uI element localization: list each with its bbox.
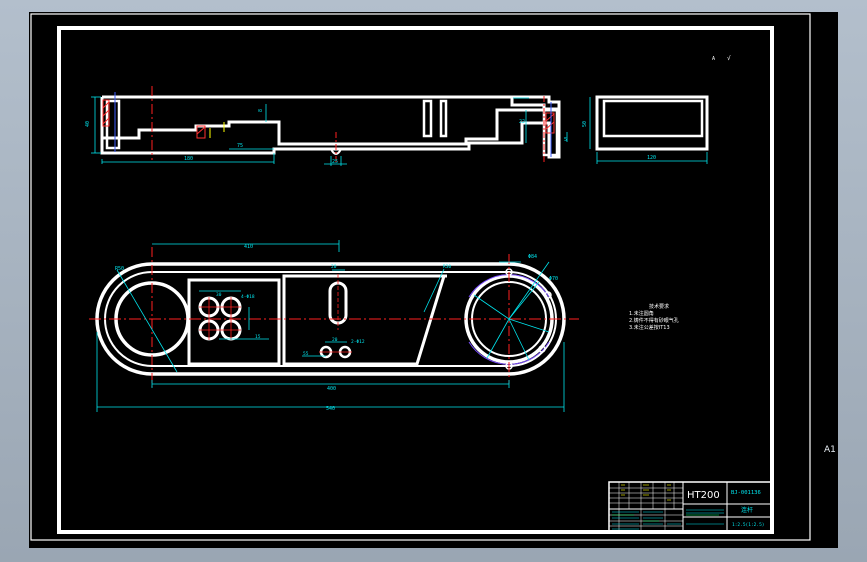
technical-requirements: 技术要求 1.未注圆角 2.铸件不得有砂眼气孔 3.未注公差按IT13 bbox=[629, 303, 679, 331]
dim-top-hole: 25 bbox=[332, 159, 338, 165]
tech-req-line-3: 3.未注公差按IT13 bbox=[629, 324, 670, 331]
dim-top-right-h: 22 bbox=[519, 119, 525, 125]
title-block bbox=[608, 481, 773, 533]
plan-view-dimensions bbox=[96, 240, 565, 412]
top-outer-profile bbox=[100, 95, 561, 159]
hatch-right bbox=[545, 112, 555, 134]
dim-center-distance: 410 bbox=[244, 244, 253, 250]
hatch-left bbox=[102, 99, 110, 127]
plan-view bbox=[89, 247, 579, 387]
dim-top-right-w: 5 bbox=[564, 137, 567, 143]
side-view-outer bbox=[595, 95, 709, 151]
dim-plan-inner: 400 bbox=[327, 386, 336, 392]
dim-left-bore-radius: R50 bbox=[115, 266, 124, 272]
side-view-inner bbox=[602, 99, 704, 138]
outer-frame bbox=[30, 13, 811, 541]
hatch-mid bbox=[196, 125, 206, 139]
dim-plan-overall: 540 bbox=[326, 406, 335, 412]
dim-side-height: 50 bbox=[582, 121, 588, 127]
side-view bbox=[589, 95, 709, 164]
dim-top-height: 40 bbox=[85, 121, 91, 127]
roughness-mark: √ bbox=[727, 55, 731, 62]
tech-req-heading: 技术要求 bbox=[649, 303, 669, 310]
dim-side-width: 120 bbox=[647, 155, 656, 161]
dim-holes-4: 4-Φ18 bbox=[241, 294, 255, 300]
dim-offset-55: 55 bbox=[303, 351, 309, 357]
dim-holes-2: 2-Φ12 bbox=[351, 339, 365, 345]
inner-frame bbox=[57, 26, 774, 534]
section-mark: A bbox=[712, 56, 715, 62]
dim-top-small: 8 bbox=[258, 109, 264, 112]
tech-req-line-2: 2.铸件不得有砂眼气孔 bbox=[629, 317, 679, 324]
dim-hole-spacing-30: 30 bbox=[216, 292, 222, 298]
drawing-viewport[interactable]: 40 180 75 25 8 22 5 120 50 A √ bbox=[29, 12, 838, 548]
top-mid-wall-1 bbox=[422, 99, 433, 138]
plan-outer-profile bbox=[95, 262, 566, 376]
title-material: HT200 bbox=[687, 490, 720, 501]
cad-drawing-canvas: 40 180 75 25 8 22 5 120 50 A √ bbox=[30, 13, 811, 541]
dim-right-inner-dia: Φ70 bbox=[549, 276, 558, 282]
dim-offset-15: 15 bbox=[255, 334, 261, 340]
dim-top-step: 75 bbox=[237, 143, 243, 149]
section-view-top bbox=[100, 86, 561, 162]
dim-right-outer-dia: Φ84 bbox=[528, 254, 537, 260]
title-drawing-number: BJ-001136 bbox=[731, 490, 761, 496]
tech-req-line-1: 1.未注圆角 bbox=[629, 310, 654, 317]
top-mid-wall-2 bbox=[439, 99, 448, 138]
top-left-wall bbox=[105, 99, 121, 150]
dim-slot-width: 20 bbox=[331, 264, 337, 270]
top-view-dimensions bbox=[91, 96, 568, 166]
dim-top-length: 180 bbox=[184, 156, 193, 162]
title-scale: 1:2.5(1:2.5) bbox=[732, 522, 765, 528]
title-part-name: 连杆 bbox=[741, 506, 753, 514]
dim-hole-spacing-20: 20 bbox=[332, 337, 338, 343]
sheet-size-label: A1 bbox=[824, 445, 836, 455]
dim-angle-label: R30 bbox=[443, 264, 451, 270]
